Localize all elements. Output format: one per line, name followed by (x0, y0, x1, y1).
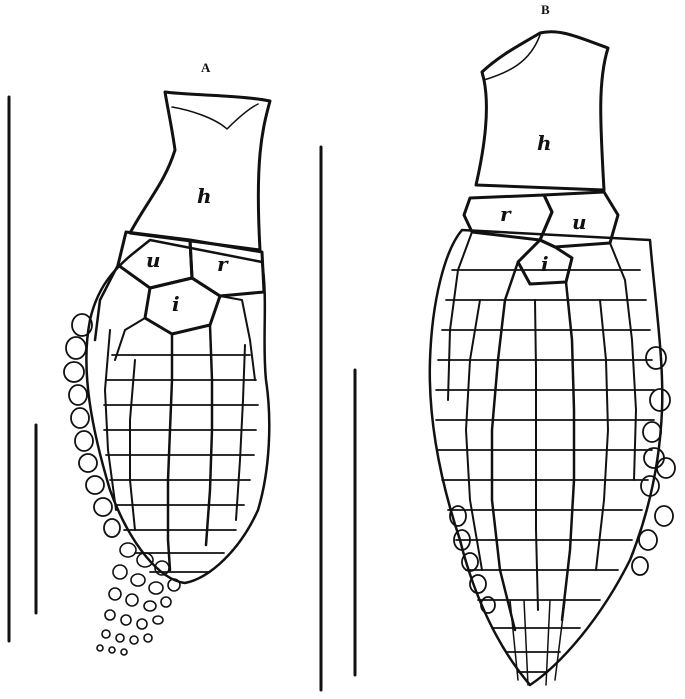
figure-b (430, 32, 675, 685)
figure-a-label-u: u (146, 248, 161, 272)
figure-a-label-r: r (217, 252, 229, 276)
figure-a-suspensor-cell (130, 92, 270, 250)
figure-b-label-i: i (541, 252, 549, 276)
figure-b-label-r: r (500, 202, 512, 226)
figure-b-label-h: h (537, 131, 552, 155)
figure-b-suspensor-cell (476, 32, 608, 190)
figure-a-letter: A (201, 60, 210, 76)
figure-a-label-i: i (172, 292, 180, 316)
figure-a-cell-i (145, 278, 220, 334)
figure-a-suspensor-opening (172, 104, 258, 129)
figure-b-letter: B (541, 2, 550, 18)
figure-a (64, 92, 270, 655)
figure-b-suspensor-opening (484, 35, 540, 80)
figure-b-label-u: u (572, 210, 587, 234)
figure-a-label-h: h (197, 184, 212, 208)
